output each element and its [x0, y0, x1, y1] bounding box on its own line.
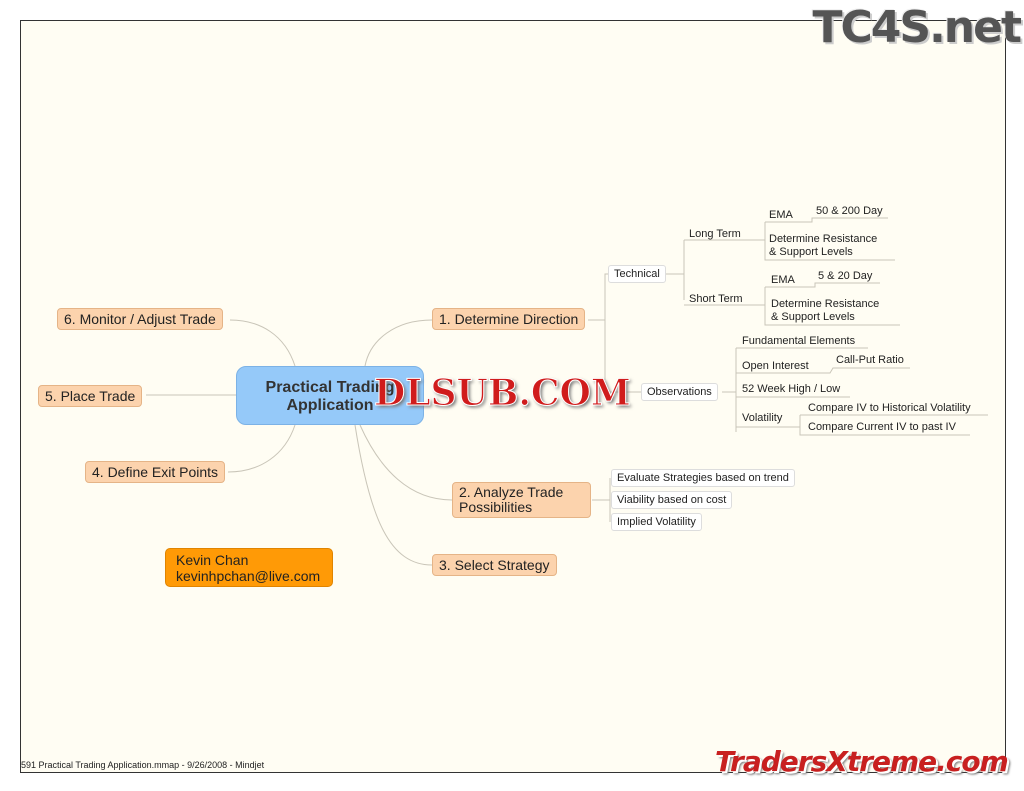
node-lt-ema[interactable]: EMA — [769, 209, 793, 221]
node-st-ema-value[interactable]: 5 & 20 Day — [818, 270, 873, 282]
node-52-week[interactable]: 52 Week High / Low — [742, 383, 841, 395]
central-line1: Practical Trading — [265, 379, 395, 396]
node-technical[interactable]: Technical — [608, 265, 666, 283]
analyze-line2: Possibilities — [459, 499, 533, 515]
watermark-logo-top: TC4S.net — [812, 2, 1022, 53]
author-name: Kevin Chan — [176, 552, 249, 568]
st-levels-line2: & Support Levels — [771, 311, 855, 323]
st-levels-line1: Determine Resistance — [771, 298, 880, 310]
footer-text: 591 Practical Trading Application.mmap -… — [21, 760, 265, 770]
topic-select-strategy[interactable]: 3. Select Strategy — [432, 554, 557, 576]
lt-levels-line2: & Support Levels — [769, 246, 853, 258]
node-volatility[interactable]: Volatility — [742, 412, 783, 424]
topic-determine-direction[interactable]: 1. Determine Direction — [432, 308, 586, 330]
node-short-term[interactable]: Short Term — [689, 293, 743, 305]
node-fundamental[interactable]: Fundamental Elements — [742, 335, 856, 347]
node-long-term[interactable]: Long Term — [689, 228, 741, 240]
node-call-put[interactable]: Call-Put Ratio — [836, 354, 904, 366]
node-open-interest[interactable]: Open Interest — [742, 360, 809, 372]
node-lt-ema-value[interactable]: 50 & 200 Day — [816, 205, 883, 217]
topic-define-exit[interactable]: 4. Define Exit Points — [85, 461, 226, 483]
node-iv-historical[interactable]: Compare IV to Historical Volatility — [808, 402, 971, 414]
node-observations[interactable]: Observations — [641, 383, 718, 401]
node-st-ema[interactable]: EMA — [771, 274, 795, 286]
watermark-logo-bottom: TradersXtreme.com — [715, 745, 1009, 778]
node-lt-levels[interactable]: Determine Resistance& Support Levels — [769, 233, 877, 259]
topic-place-trade[interactable]: 5. Place Trade — [38, 385, 143, 407]
node-evaluate-strategies[interactable]: Evaluate Strategies based on trend — [611, 469, 795, 487]
node-st-levels[interactable]: Determine Resistance& Support Levels — [771, 298, 879, 324]
node-implied-volatility[interactable]: Implied Volatility — [611, 513, 702, 531]
lt-levels-line1: Determine Resistance — [769, 233, 878, 245]
author-email: kevinhpchan@live.com — [176, 568, 321, 584]
central-line2: Application — [286, 397, 374, 414]
topic-monitor-adjust[interactable]: 6. Monitor / Adjust Trade — [57, 308, 223, 330]
node-iv-past[interactable]: Compare Current IV to past IV — [808, 421, 956, 433]
watermark-logo-center: DLSUB.COM — [374, 372, 632, 415]
analyze-line1: 2. Analyze Trade — [459, 484, 564, 500]
node-viability[interactable]: Viability based on cost — [611, 491, 733, 509]
